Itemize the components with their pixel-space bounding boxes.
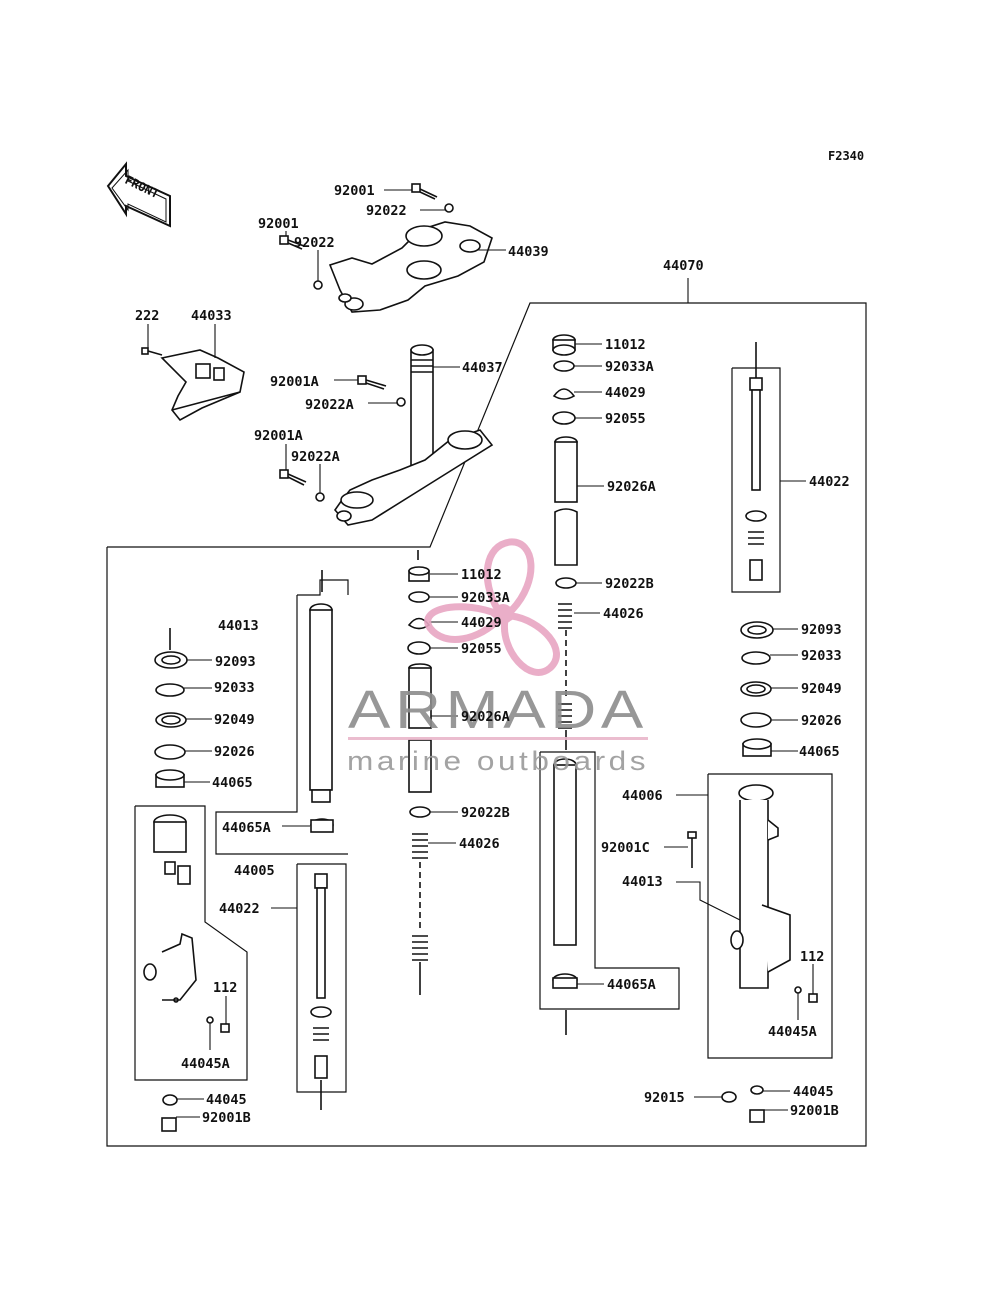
watermark: ARMADA marine outboards	[347, 538, 649, 776]
label-92001A-1: 92001A	[270, 374, 319, 390]
bolt-112-right-icon	[808, 993, 818, 1003]
stem-44037	[333, 344, 494, 526]
front-arrow-icon: FRONT	[106, 161, 171, 228]
label-92022-left: 92022	[294, 235, 335, 251]
washer-92022A-1-icon	[396, 397, 406, 407]
washer-44045A-left-icon	[206, 1016, 214, 1024]
label-r92055: 92055	[605, 411, 646, 427]
washer-92022A-2-icon	[315, 492, 325, 502]
washer-44045A-right-icon	[794, 986, 802, 994]
label-r92026: 92026	[801, 713, 842, 729]
label-c92026A: 92026A	[461, 709, 510, 725]
screw-222-icon	[141, 347, 163, 356]
label-r92001B: 92001B	[790, 1103, 839, 1119]
label-44033: 44033	[191, 308, 232, 324]
washer-44045-left-icon	[162, 1094, 178, 1106]
label-r44045: 44045	[793, 1084, 834, 1100]
label-lf92026: 92026	[214, 744, 255, 760]
label-92001-top: 92001	[334, 183, 375, 199]
bolt-112-left-icon	[220, 1023, 230, 1033]
upper-bracket	[328, 221, 493, 313]
rod-44022-left	[310, 873, 332, 1110]
label-c92022B: 92022B	[461, 805, 510, 821]
label-c92033A: 92033A	[461, 590, 510, 606]
label-r92022B: 92022B	[605, 576, 654, 592]
inner-tube-left	[309, 570, 334, 833]
label-92001A-2: 92001A	[254, 428, 303, 444]
label-r92033: 92033	[801, 648, 842, 664]
bolt-92001B-right-icon	[749, 1109, 765, 1123]
label-44070: 44070	[663, 258, 704, 274]
bolt-92001-top-icon	[411, 183, 438, 200]
washer-44045-right-icon	[750, 1085, 764, 1095]
label-lf44013: 44013	[218, 618, 259, 634]
leader-lines	[147, 189, 814, 1118]
rod-44022-right	[745, 342, 767, 581]
outer-tube-left	[143, 814, 197, 1003]
bolt-92001B-left-icon	[161, 1117, 177, 1132]
label-r44065A: 44065A	[607, 977, 656, 993]
label-c44029: 44029	[461, 615, 502, 631]
label-r44065: 44065	[799, 744, 840, 760]
label-44039: 44039	[508, 244, 549, 260]
outer-tube-44006	[687, 784, 791, 989]
label-r44029: 44029	[605, 385, 646, 401]
label-c44026: 44026	[459, 836, 500, 852]
label-lf44045A: 44045A	[181, 1056, 230, 1072]
label-c92055: 92055	[461, 641, 502, 657]
label-r92015: 92015	[644, 1090, 685, 1106]
part-labels: 92001 92022 92001 92022 44039 44070 222 …	[135, 183, 850, 1126]
label-r92001C: 92001C	[601, 840, 650, 856]
label-r44045A: 44045A	[768, 1024, 817, 1040]
inner-tube-right	[552, 758, 578, 1035]
label-lf44005: 44005	[234, 863, 275, 879]
assembly-frames	[106, 278, 867, 1147]
label-r44006: 44006	[622, 788, 663, 804]
label-c11012: 11012	[461, 567, 502, 583]
label-lf44022: 44022	[219, 901, 260, 917]
label-r44026: 44026	[603, 606, 644, 622]
center-column	[407, 550, 432, 995]
label-r92093: 92093	[801, 622, 842, 638]
label-r92033A: 92033A	[605, 359, 654, 375]
label-lf92049: 92049	[214, 712, 255, 728]
label-lf92001B: 92001B	[202, 1110, 251, 1126]
label-92022-top: 92022	[366, 203, 407, 219]
label-lf44065: 44065	[212, 775, 253, 791]
washer-92022-top-icon	[444, 203, 454, 213]
label-lf112: 112	[213, 980, 237, 996]
bolt-92001A-1-icon	[357, 375, 387, 390]
label-lf92093: 92093	[215, 654, 256, 670]
label-r44013: 44013	[622, 874, 663, 890]
label-lf44045: 44045	[206, 1092, 247, 1108]
center-right-column	[552, 334, 578, 750]
right-seals	[740, 621, 774, 757]
label-92001-left: 92001	[258, 216, 299, 232]
label-r92026A: 92026A	[607, 479, 656, 495]
label-92022A-2: 92022A	[291, 449, 340, 465]
drain-92015-icon	[721, 1091, 737, 1103]
propeller-icon	[424, 538, 560, 676]
washer-92022-left-icon	[313, 280, 323, 290]
figure-code: F2340	[828, 149, 864, 163]
bolt-92001-left-icon	[279, 235, 305, 250]
label-lf92033: 92033	[214, 680, 255, 696]
guard-44033	[160, 349, 245, 422]
label-r112: 112	[800, 949, 824, 965]
watermark-tagline: marine outboards	[347, 746, 649, 776]
label-44037: 44037	[462, 360, 503, 376]
bolt-92001A-2-icon	[279, 469, 307, 486]
label-lf44065A: 44065A	[222, 820, 271, 836]
label-r11012: 11012	[605, 337, 646, 353]
label-92022A-1: 92022A	[305, 397, 354, 413]
label-222: 222	[135, 308, 159, 324]
watermark-brand: ARMADA	[348, 680, 648, 740]
label-r92049: 92049	[801, 681, 842, 697]
label-r44022: 44022	[809, 474, 850, 490]
left-seals	[154, 628, 188, 788]
